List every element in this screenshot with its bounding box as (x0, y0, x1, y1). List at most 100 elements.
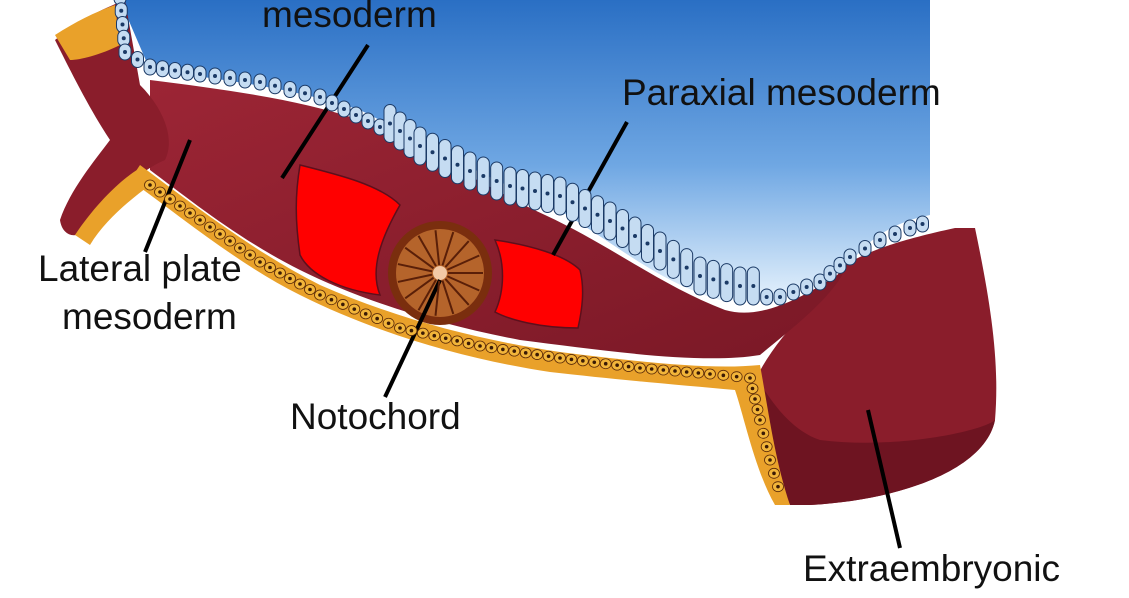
ectoderm-cell-nucleus (120, 22, 125, 27)
endoderm-cell-nucleus (318, 293, 322, 297)
endoderm-cell-nucleus (288, 276, 292, 281)
ectoderm-cell-nucleus (198, 72, 202, 76)
endoderm-cell-nucleus (758, 418, 762, 422)
ectoderm-cell-nucleus (408, 136, 412, 141)
left-fold (55, 0, 169, 236)
endoderm-cell-nucleus (188, 211, 192, 215)
ectoderm-cell-nucleus (671, 257, 676, 262)
ectoderm-cell-nucleus (848, 255, 852, 259)
endoderm-cell-nucleus (466, 341, 471, 346)
ectoderm-cell-nucleus (804, 285, 809, 289)
endoderm-cell-nucleus (218, 232, 222, 236)
endoderm-cell-nucleus (776, 484, 780, 489)
notochord-segment (417, 235, 437, 267)
ectoderm-cell-nucleus (595, 212, 600, 217)
label-lateral-plate-line2: mesoderm (62, 296, 237, 337)
ectoderm-cell-nucleus (828, 271, 832, 276)
endoderm-cell-nucleus (375, 316, 379, 321)
leader-notochord (383, 279, 442, 398)
endoderm-cell-nucleus (761, 431, 766, 436)
endoderm-cell-nucleus (432, 333, 437, 338)
endoderm-cell-nucleus (649, 367, 654, 371)
ectoderm-cell-nucleus (185, 70, 190, 75)
ectoderm-cell-nucleus (698, 274, 702, 278)
endoderm-cell-nucleus (329, 297, 334, 302)
endoderm-cell-nucleus (421, 331, 425, 335)
somite-right (493, 239, 584, 329)
ectoderm-cell-nucleus (711, 277, 716, 282)
endoderm-cell-nucleus (753, 397, 757, 401)
endoderm-cell-nucleus (443, 336, 448, 341)
endoderm-cell-nucleus (512, 349, 517, 353)
ectoderm-cell-nucleus (863, 246, 867, 251)
endoderm-cell-nucleus (258, 260, 262, 264)
endoderm-cell-nucleus (178, 204, 182, 208)
endoderm-cell-nucleus (478, 344, 482, 348)
endoderm-cell-nucleus (158, 190, 162, 194)
endoderm-lower-left (75, 168, 150, 245)
ectoderm-cell-nucleus (583, 206, 587, 211)
endoderm-cell-nucleus (748, 376, 752, 380)
notochord-shape (388, 221, 492, 325)
ectoderm-cell-nucleus (318, 95, 322, 99)
endoderm-cell-nucleus (592, 360, 597, 365)
endoderm-cell-nucleus (341, 302, 345, 307)
notochord-segment (446, 254, 480, 271)
ectoderm-cell-nucleus (620, 226, 625, 231)
notochord-segment (444, 278, 470, 306)
endoderm-cell-nucleus (308, 287, 312, 292)
ectoderm-cell-nucleus (558, 194, 562, 198)
label-extraembryonic: Extraembryonic (803, 548, 1061, 589)
ectoderm-cell-nucleus (468, 169, 472, 173)
ectoderm-cell-nucleus (893, 232, 897, 236)
endoderm-cell-nucleus (603, 361, 608, 366)
ectoderm-cell-nucleus (533, 189, 537, 193)
endoderm-cell-nucleus (764, 444, 769, 449)
notochord-segment (441, 280, 455, 315)
leader-mesoderm-top (280, 43, 370, 180)
endoderm-cell-nucleus (626, 364, 631, 369)
ectoderm-cell-nucleus (288, 87, 292, 92)
ectoderm-cell-nucleus (455, 162, 460, 167)
ectoderm-cell-nucleus (508, 184, 512, 188)
somite-left (295, 164, 401, 296)
ectoderm-cell-nucleus (366, 119, 370, 123)
endoderm-cell-nucleus (750, 386, 755, 391)
ectoderm-cell-nucleus (818, 280, 822, 284)
ectoderm-cell-nucleus (388, 121, 392, 126)
endoderm-cell-nucleus (489, 345, 494, 350)
endoderm-cell-nucleus (615, 363, 619, 367)
ectoderm-cell-nucleus (430, 150, 435, 155)
endoderm-cell-nucleus (298, 282, 302, 286)
ectoderm-cell-nucleus (908, 226, 912, 230)
notochord-segment (446, 275, 480, 292)
leader-extraembryonic (866, 409, 902, 549)
endoderm-cell-nucleus (708, 372, 712, 376)
endoderm-cell-nucleus (546, 354, 551, 359)
mesoderm-layer (150, 80, 845, 359)
ectoderm-cell-nucleus (398, 129, 402, 133)
endoderm-cell-nucleus (501, 347, 505, 352)
endoderm-cell-nucleus (661, 368, 666, 372)
ectoderm-cell-nucleus (121, 36, 126, 41)
ectoderm-cell-nucleus (920, 222, 925, 226)
extraembryonic-tissue (755, 228, 997, 505)
endoderm-cell-nucleus (768, 458, 772, 462)
ectoderm-cell-nucleus (520, 186, 525, 191)
endoderm-cell-nucleus (734, 374, 739, 379)
left-fold-orange (55, 5, 120, 60)
ectoderm-cell-nucleus (342, 107, 346, 111)
endoderm-cell-nucleus (208, 225, 212, 229)
label-lateral-plate-line1: Lateral plate (38, 248, 242, 289)
ectoderm-cell-nucleus (378, 125, 382, 129)
endoderm-cell-nucleus (721, 373, 726, 378)
endoderm-cell-nucleus (238, 246, 242, 250)
ectoderm-cell-nucleus (148, 65, 152, 69)
ectoderm-cell-nucleus (123, 50, 127, 54)
endoderm-cell-nucleus (569, 357, 574, 362)
label-paraxial-mesoderm: Paraxial mesoderm (622, 72, 941, 113)
ectoderm-cell-nucleus (443, 156, 447, 161)
endoderm-cell-nucleus (638, 366, 642, 370)
ectoderm-cell-nucleus (135, 57, 140, 62)
